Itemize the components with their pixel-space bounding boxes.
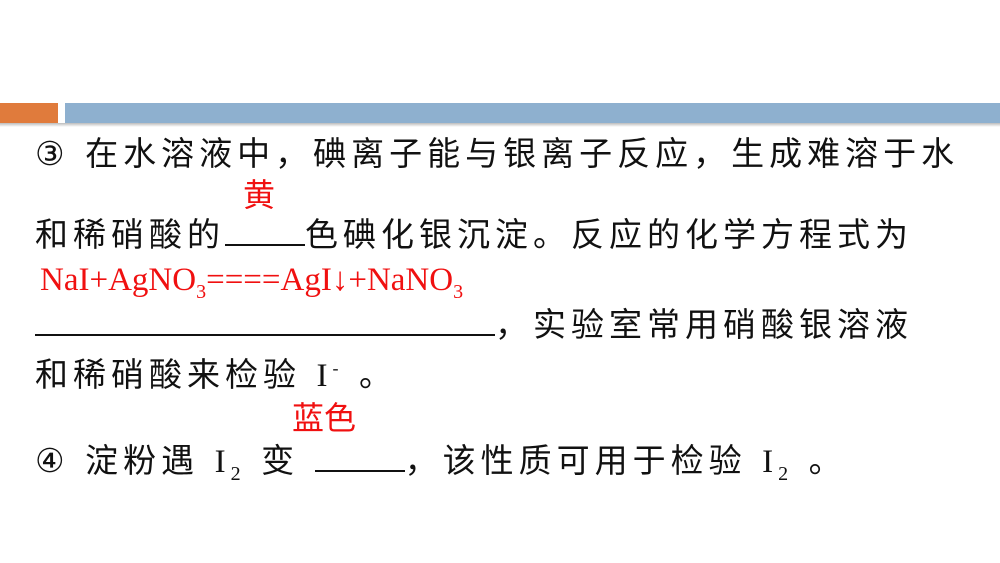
text-line-1: ③ 在水溶液中，碘离子能与银离子反应，生成难溶于水	[35, 134, 960, 173]
blank-equation	[35, 306, 495, 336]
eq-subscript: 3	[196, 281, 207, 303]
text: 色碘化银沉淀。反应的化学方程式为	[305, 215, 913, 254]
answer-equation: NaI+AgNO3====AgI↓+NaNO3	[40, 262, 463, 302]
accent-bar-orange	[0, 103, 58, 123]
blank-color2	[314, 442, 405, 472]
subscript: 2	[230, 463, 246, 485]
text: ④ 淀粉遇	[35, 441, 200, 480]
element: I	[214, 444, 231, 480]
text-line-3: ，实验室常用硝酸银溶液	[35, 306, 913, 344]
iodine-formula: I2	[214, 444, 246, 484]
text-line-5: ④ 淀粉遇 I2 变 ，该性质可用于检验 I2 。	[35, 441, 847, 485]
accent-bar-blue	[65, 103, 1000, 123]
element: I	[762, 444, 779, 480]
text-line-4: 和稀硝酸来检验 I- 。	[35, 356, 397, 395]
iodine-formula: I2	[762, 444, 793, 484]
answer-color-yellow: 黄	[243, 176, 276, 214]
eq-part: ====AgI↓+NaNO	[206, 262, 454, 298]
answer-color-blue: 蓝色	[292, 399, 357, 437]
header-shadow	[0, 123, 1000, 127]
ion-symbol: I	[316, 358, 333, 394]
text: 和稀硝酸的	[35, 215, 225, 254]
text: 。	[359, 355, 397, 394]
text: ，实验室常用硝酸银溶液	[495, 305, 913, 344]
text: ，该性质可用于检验	[404, 441, 747, 480]
subscript: 2	[778, 463, 794, 485]
iodide-ion: I-	[317, 358, 344, 394]
text-line-2: 和稀硝酸的 色碘化银沉淀。反应的化学方程式为	[35, 216, 913, 254]
eq-part: NaI+AgNO	[40, 262, 197, 298]
text: 变	[261, 441, 300, 480]
eq-subscript: 3	[453, 281, 464, 303]
ion-charge: -	[332, 358, 344, 378]
text: 和稀硝酸来检验	[35, 355, 301, 394]
blank-color	[225, 216, 305, 246]
text: 。	[808, 441, 847, 480]
